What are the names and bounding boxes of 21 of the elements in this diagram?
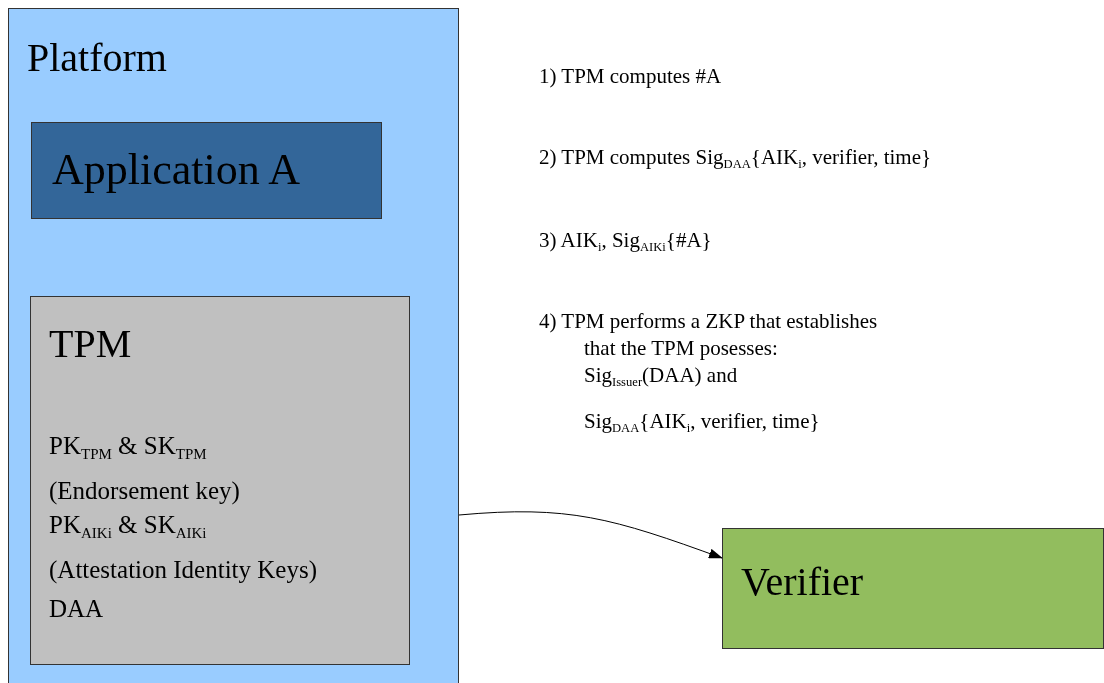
step-text: 4) TPM performs a ZKP that establishes <box>539 309 878 335</box>
step-text: 3) AIK$_{i}$, Sig$_{AIKi}${#A} <box>539 228 712 256</box>
box <box>8 8 459 683</box>
step-text: Sig$_{DAA}${AIK$_{i}$, verifier, time} <box>584 409 820 437</box>
key-text: (Endorsement key) <box>49 477 240 506</box>
box <box>31 122 382 219</box>
step-text: 2) TPM computes Sig$_{DAA}${AIK$_{i}$, verifier, time} <box>539 145 932 173</box>
platform-title: Platform <box>27 35 167 81</box>
key-text: PK$_{TPM}$ & SK$_{TPM}$ <box>49 432 207 464</box>
key-text: PK$_{AIKi}$ & SK$_{AIKi}$ <box>49 511 207 543</box>
key-text: DAA <box>49 595 104 624</box>
box-title: Verifier <box>741 559 864 605</box>
step-text: 1) TPM computes #A <box>539 64 722 90</box>
arrow <box>458 511 723 559</box>
box <box>30 296 410 665</box>
box-title: TPM <box>49 321 132 367</box>
box <box>722 528 1104 649</box>
key-text: (Attestation Identity Keys) <box>49 556 317 585</box>
step-text: Sig$_{Issuer}$(DAA) and <box>584 363 738 391</box>
box-title: Application A <box>52 145 301 196</box>
step-text: that the TPM posesses: <box>584 336 778 362</box>
